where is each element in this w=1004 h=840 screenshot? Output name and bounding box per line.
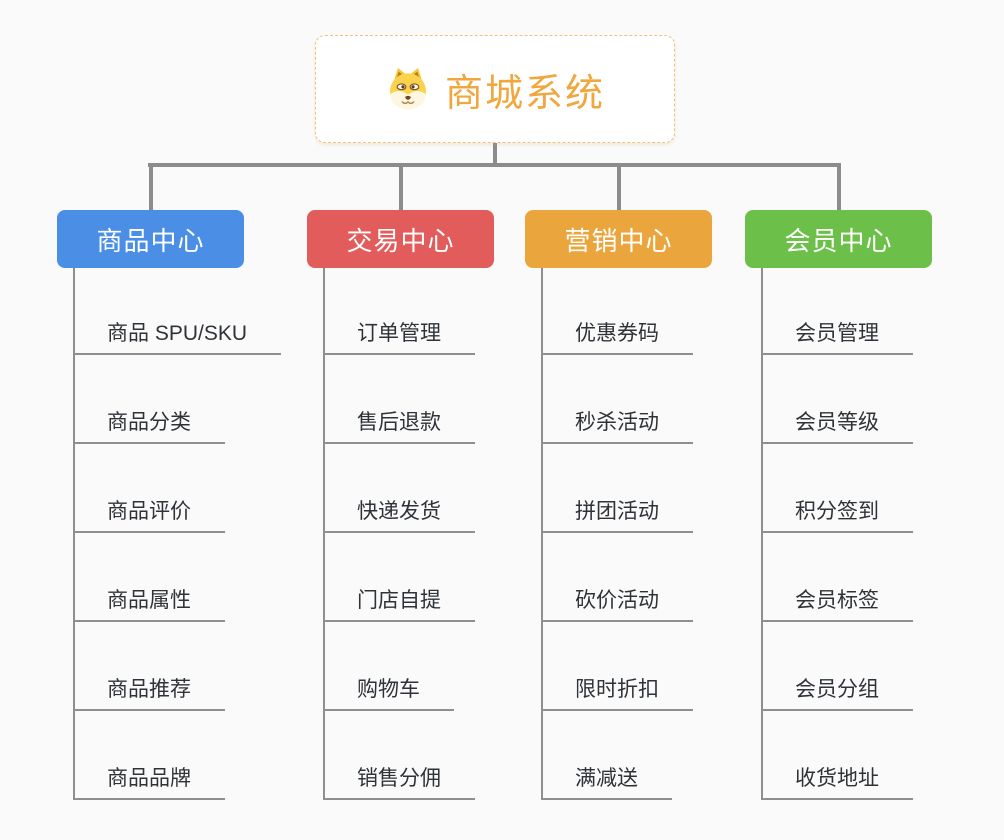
branch-children-member: 会员管理 会员等级 积分签到 会员标签 会员分组 收货地址 — [761, 268, 913, 800]
leaf-label: 商品品牌 — [75, 762, 225, 800]
leaf-node[interactable]: 商品 SPU/SKU — [75, 268, 282, 355]
branch-children-product: 商品 SPU/SKU 商品分类 商品评价 商品属性 商品推荐 商品品牌 — [73, 268, 282, 800]
branch-node-marketing-center[interactable]: 营销中心 — [525, 210, 712, 268]
branch-node-member-center[interactable]: 会员中心 — [745, 210, 932, 268]
shiba-dog-icon — [385, 66, 431, 112]
leaf-node[interactable]: 商品评价 — [75, 444, 281, 533]
leaf-label: 商品分类 — [75, 406, 225, 444]
leaf-label: 订单管理 — [325, 317, 475, 355]
leaf-label: 会员分组 — [763, 673, 913, 711]
branch-label: 商品中心 — [96, 225, 205, 256]
leaf-label: 会员管理 — [763, 317, 913, 355]
root-label: 商城系统 — [444, 72, 605, 115]
leaf-label: 售后退款 — [325, 406, 475, 444]
leaf-node[interactable]: 会员分组 — [763, 622, 913, 711]
leaf-node[interactable]: 商品品牌 — [75, 711, 281, 800]
branch-marketing-center: 营销中心 优惠券码 秒杀活动 拼团活动 砍价活动 限时折扣 满减送 — [525, 210, 712, 800]
leaf-node[interactable]: 售后退款 — [325, 355, 475, 444]
connector-drop-product — [149, 165, 153, 210]
leaf-label: 商品 SPU/SKU — [75, 317, 282, 355]
leaf-node[interactable]: 门店自提 — [325, 533, 475, 622]
leaf-label: 购物车 — [325, 673, 454, 711]
leaf-label: 会员等级 — [763, 406, 913, 444]
branch-children-trade: 订单管理 售后退款 快递发货 门店自提 购物车 销售分佣 — [323, 268, 475, 800]
leaf-node[interactable]: 积分签到 — [763, 444, 913, 533]
branch-node-trade-center[interactable]: 交易中心 — [307, 210, 494, 268]
connector-root-stem — [493, 142, 497, 164]
branch-label: 交易中心 — [346, 225, 455, 256]
leaf-label: 销售分佣 — [325, 762, 475, 800]
branch-trade-center: 交易中心 订单管理 售后退款 快递发货 门店自提 购物车 销售分佣 — [307, 210, 494, 800]
connector-drop-trade — [399, 165, 403, 210]
connector-horizontal-bar — [148, 163, 841, 167]
connector-drop-member — [837, 165, 841, 210]
leaf-node[interactable]: 满减送 — [543, 711, 693, 800]
leaf-label: 满减送 — [543, 762, 672, 800]
leaf-node[interactable]: 会员等级 — [763, 355, 913, 444]
leaf-label: 会员标签 — [763, 584, 913, 622]
leaf-node[interactable]: 商品属性 — [75, 533, 281, 622]
leaf-node[interactable]: 订单管理 — [325, 268, 475, 355]
leaf-node[interactable]: 会员管理 — [763, 268, 913, 355]
branch-node-product-center[interactable]: 商品中心 — [57, 210, 244, 268]
leaf-label: 拼团活动 — [543, 495, 693, 533]
connector-drop-marketing — [617, 165, 621, 210]
leaf-label: 积分签到 — [763, 495, 913, 533]
leaf-label: 限时折扣 — [543, 673, 693, 711]
leaf-node[interactable]: 优惠券码 — [543, 268, 693, 355]
leaf-node[interactable]: 快递发货 — [325, 444, 475, 533]
branch-label: 营销中心 — [564, 225, 673, 256]
leaf-node[interactable]: 销售分佣 — [325, 711, 475, 800]
leaf-node[interactable]: 拼团活动 — [543, 444, 693, 533]
leaf-node[interactable]: 限时折扣 — [543, 622, 693, 711]
leaf-label: 商品属性 — [75, 584, 225, 622]
leaf-node[interactable]: 收货地址 — [763, 711, 913, 800]
branch-children-marketing: 优惠券码 秒杀活动 拼团活动 砍价活动 限时折扣 满减送 — [541, 268, 693, 800]
leaf-node[interactable]: 秒杀活动 — [543, 355, 693, 444]
leaf-label: 砍价活动 — [543, 584, 693, 622]
leaf-node[interactable]: 砍价活动 — [543, 533, 693, 622]
leaf-label: 收货地址 — [763, 762, 913, 800]
leaf-node[interactable]: 商品推荐 — [75, 622, 281, 711]
branch-member-center: 会员中心 会员管理 会员等级 积分签到 会员标签 会员分组 收货地址 — [745, 210, 932, 800]
branch-product-center: 商品中心 商品 SPU/SKU 商品分类 商品评价 商品属性 商品推荐 商品品牌 — [57, 210, 282, 800]
leaf-label: 商品推荐 — [75, 673, 225, 711]
branch-label: 会员中心 — [784, 225, 893, 256]
leaf-label: 门店自提 — [325, 584, 475, 622]
leaf-node[interactable]: 购物车 — [325, 622, 475, 711]
leaf-label: 快递发货 — [325, 495, 475, 533]
root-node-mall-system[interactable]: 商城系统 — [315, 35, 675, 143]
leaf-label: 秒杀活动 — [543, 406, 693, 444]
leaf-label: 优惠券码 — [543, 317, 693, 355]
leaf-label: 商品评价 — [75, 495, 225, 533]
leaf-node[interactable]: 会员标签 — [763, 533, 913, 622]
leaf-node[interactable]: 商品分类 — [75, 355, 281, 444]
